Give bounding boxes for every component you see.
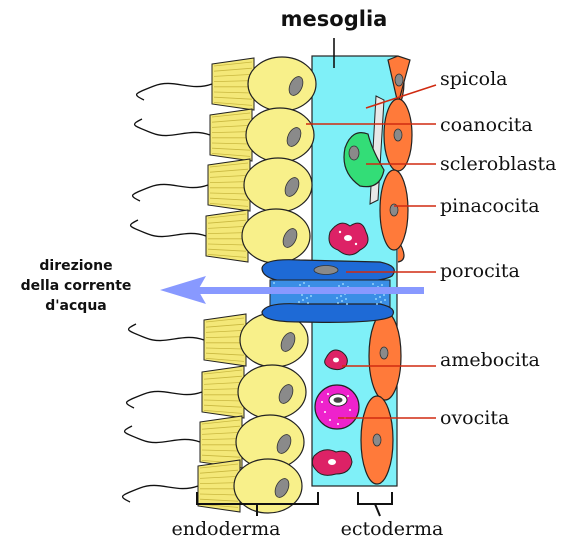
label-coanocita: coanocita (440, 114, 533, 136)
choanocyte-cell (137, 57, 316, 111)
label-amebocita: amebocita (440, 349, 540, 371)
mesoglia-title: mesoglia (281, 7, 388, 31)
choanocyte-cell (131, 209, 310, 263)
label-pinacocita: pinacocita (440, 195, 540, 217)
label-spicola: spicola (440, 68, 507, 90)
flow-label-line-2: della corrente (21, 278, 132, 294)
label-ovocita: ovocita (440, 407, 509, 429)
choanocyte-cell (127, 365, 306, 419)
label-endoderma: endoderma (172, 518, 281, 540)
ectoderma-bracket (358, 492, 392, 504)
choanocyte-cell (133, 158, 312, 212)
amebocyte-cell (312, 450, 352, 476)
label-porocita: porocita (440, 260, 520, 282)
oocyte-cell (315, 385, 359, 429)
flow-label-line-3: d'acqua (45, 298, 107, 314)
label-ectoderma: ectoderma (341, 518, 444, 540)
flow-label-line-1: direzione (39, 258, 112, 274)
choanocyte-cell (135, 108, 314, 162)
label-scleroblasta: scleroblasta (440, 153, 557, 175)
